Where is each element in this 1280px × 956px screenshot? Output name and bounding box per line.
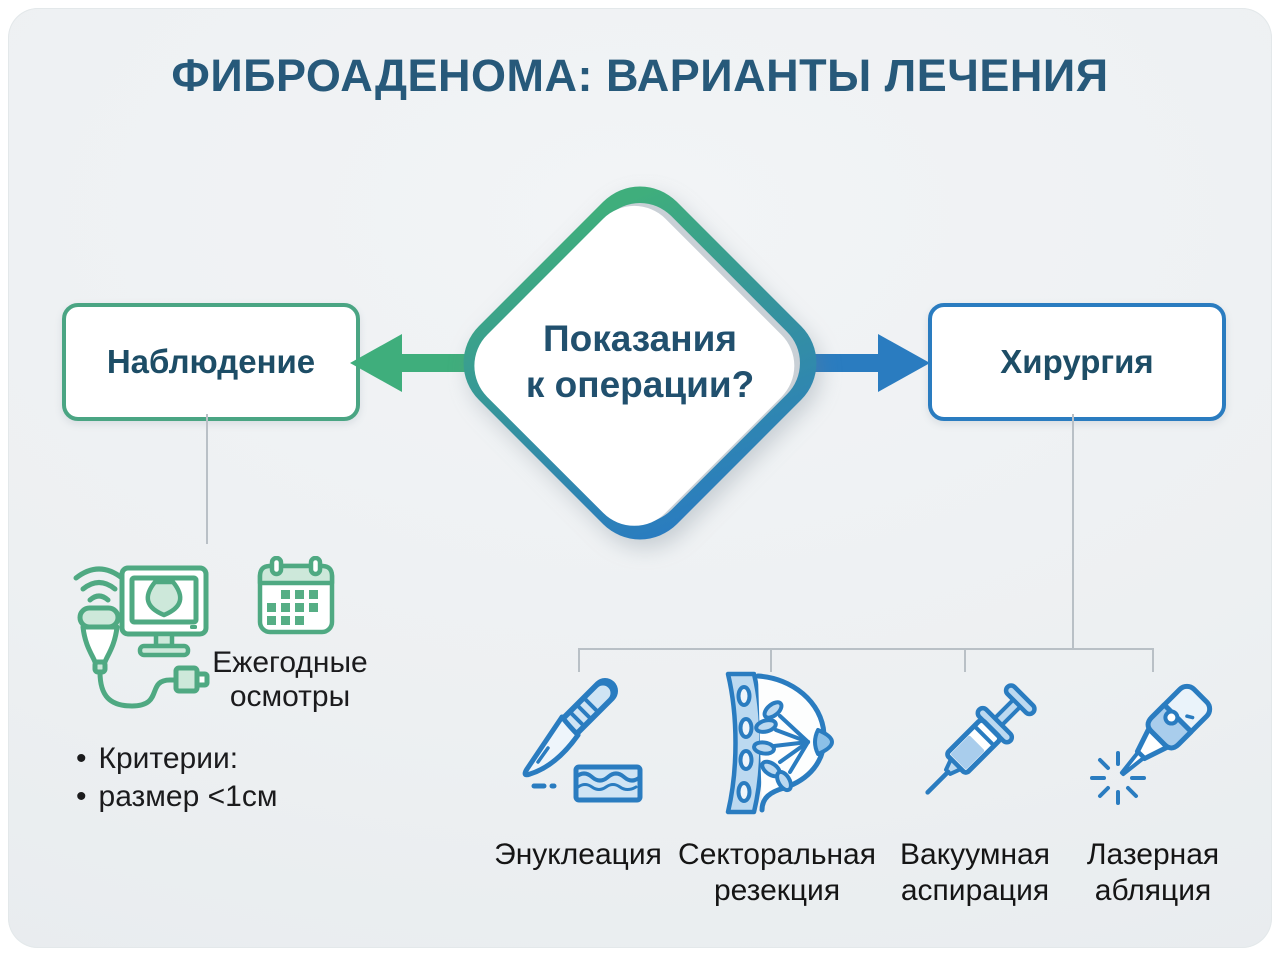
criteria-item: •размер <1см (76, 780, 278, 813)
arrow-left-green (350, 334, 483, 392)
arrow-right-blue (797, 334, 930, 392)
option-label-enucleation: Энуклеация (494, 838, 662, 871)
observation-caption-line2: осмотры (229, 680, 351, 713)
observation-box: Наблюдение (62, 303, 360, 421)
surgery-box: Хирургия (928, 303, 1226, 421)
option-label-laser-ablation: Лазерная абляция (1086, 838, 1220, 907)
option-label-vacuum-aspiration: Вакуумная аспирация (900, 838, 1050, 907)
connector-surgery (1072, 414, 1074, 650)
breast-resection-icon (725, 671, 834, 815)
connector-tick-3 (964, 648, 966, 672)
decision-line1: Показания (543, 318, 737, 359)
option-label-sectoral-resection: Секторальная резекция (678, 838, 876, 907)
ultrasound-icon (73, 565, 210, 709)
criteria-item: •Критерии: (76, 742, 239, 775)
laser-sparks-icon (1090, 751, 1146, 805)
scalpel-icon (522, 678, 643, 803)
decision-question: Показания к операции? (490, 316, 790, 408)
surgery-box-label: Хирургия (1000, 343, 1154, 380)
decision-line2: к операции? (525, 364, 755, 405)
connector-surgery-branch (578, 648, 1154, 650)
connector-tick-2 (770, 648, 772, 672)
calendar-icon (257, 556, 335, 635)
decision-diamond (463, 186, 817, 540)
connector-tick-1 (578, 648, 580, 672)
bullet-icon: • (76, 742, 87, 775)
laser-icon (1090, 683, 1213, 805)
observation-criteria: •Критерии: •размер <1см (76, 740, 277, 816)
bullet-icon: • (76, 780, 87, 813)
observation-caption-line1: Ежегодные (212, 646, 368, 679)
page-title: ФИБРОАДЕНОМА: ВАРИАНТЫ ЛЕЧЕНИЯ (171, 50, 1109, 101)
connector-tick-4 (1152, 648, 1154, 672)
observation-box-label: Наблюдение (106, 343, 316, 380)
syringe-icon (925, 683, 1037, 795)
observation-caption: Ежегодные осмотры (190, 646, 390, 714)
connector-observation (206, 414, 208, 544)
